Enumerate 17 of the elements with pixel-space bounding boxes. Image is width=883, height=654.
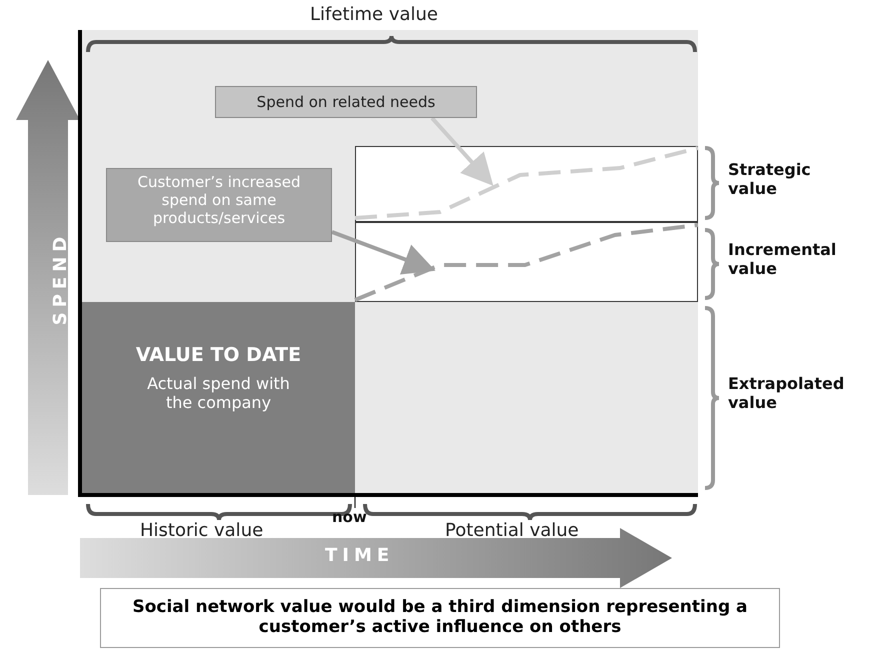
leader-arrow <box>430 116 494 186</box>
brace-label: Strategic value <box>728 160 812 198</box>
brace-label: Potential value <box>445 520 579 541</box>
leader-arrow <box>331 230 436 275</box>
brace-label: Extrapolated value <box>728 374 846 412</box>
brace-label: Lifetime value <box>310 4 438 25</box>
axis-label: SPEND <box>50 232 72 326</box>
brace-label: Incremental value <box>728 240 838 278</box>
box-heading: VALUE TO DATE <box>134 344 302 366</box>
axis-label: TIME <box>325 545 394 566</box>
time-marker-label: now <box>332 508 367 526</box>
note-box: Social network value would be a third dimension representing a customer’s active influence on others <box>100 588 780 648</box>
brace-label: Historic value <box>140 520 264 541</box>
box-text: Actual spend with the company <box>146 374 291 412</box>
callout-box: Spend on related needs <box>215 86 477 118</box>
value-to-date-box <box>82 302 355 493</box>
callout-box: Customer’s increased spend on same products/services <box>106 168 332 242</box>
